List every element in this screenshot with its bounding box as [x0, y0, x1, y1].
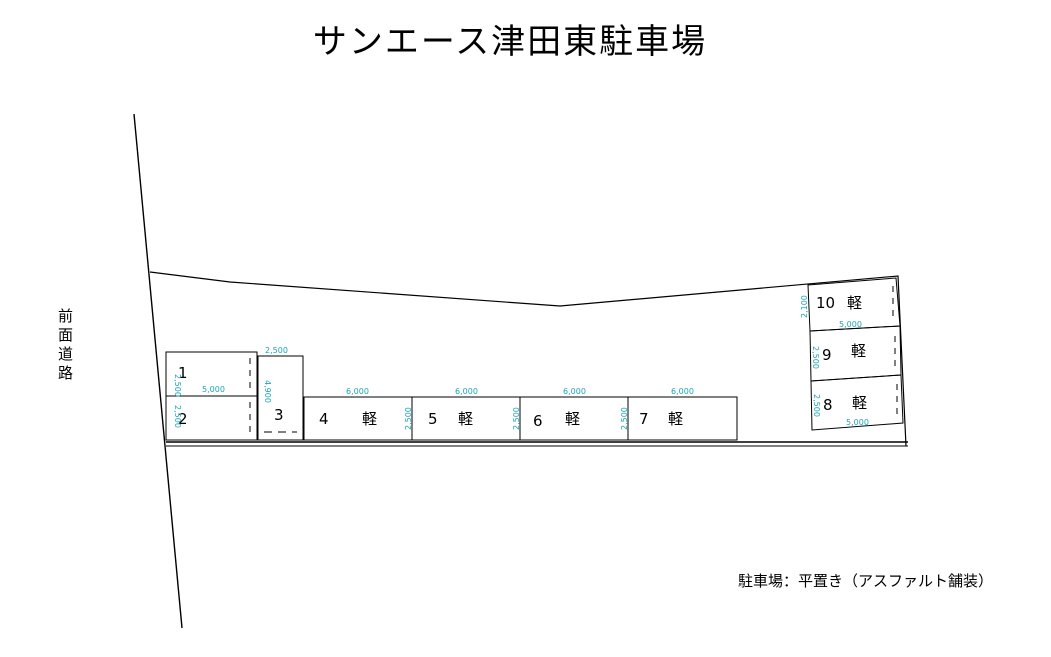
dim-space4-length: 6,000: [346, 387, 369, 396]
dim-space1-length: 5,000: [202, 385, 225, 394]
space-9-type: 軽: [851, 342, 866, 360]
dim-space6-length: 6,000: [563, 387, 586, 396]
dim-space10-width: 2,100: [800, 295, 809, 318]
space-2-no: 2: [178, 410, 188, 428]
space-3: [257, 355, 304, 441]
space-7-no: 7: [639, 410, 649, 428]
page-title: サンエース津田東駐車場: [312, 22, 708, 62]
space-8: [810, 374, 904, 431]
dim-space3-width: 2,500: [265, 346, 288, 355]
lot-boundary: [149, 271, 907, 447]
dim-space8-length: 5,000: [846, 418, 869, 427]
dim-space1-width: 2,500: [173, 374, 182, 397]
dim-space5-width: 2,500: [512, 407, 521, 430]
road-label-char-1: 前: [58, 307, 74, 325]
dim-space10-length: 5,000: [839, 320, 862, 329]
space-10-no: 10: [816, 294, 835, 312]
road-label-char-4: 路: [58, 364, 74, 382]
space-8-type: 軽: [852, 394, 867, 412]
space-6-type: 軽: [565, 410, 580, 428]
space-6-no: 6: [533, 412, 543, 430]
dim-space6-width: 2,500: [620, 407, 629, 430]
space-8-no: 8: [823, 396, 833, 414]
dim-space5-length: 6,000: [455, 387, 478, 396]
dim-space2-width: 2,500: [173, 405, 182, 428]
front-road-edge: [133, 113, 183, 629]
dim-space8-width: 2,500: [812, 394, 821, 417]
road-label-char-2: 面: [58, 326, 74, 344]
space-7-type: 軽: [668, 410, 683, 428]
space-5-type: 軽: [458, 410, 473, 428]
space-7: [627, 396, 738, 441]
space-1-no: 1: [178, 364, 188, 382]
space-3-no: 3: [274, 406, 284, 424]
space-2: [165, 395, 258, 441]
dim-space7-length: 6,000: [671, 387, 694, 396]
space-10-type: 軽: [847, 294, 862, 312]
space-4-type: 軽: [362, 410, 377, 428]
space-9-no: 9: [822, 346, 832, 364]
road-label-char-3: 道: [58, 345, 74, 363]
dim-space9-width: 2,500: [811, 346, 820, 369]
space-5-no: 5: [428, 410, 438, 428]
pavement-caption: 駐車場：平置き（アスファルト舗装）: [738, 572, 994, 590]
dim-space3-length: 4,900: [263, 380, 272, 403]
space-4-no: 4: [319, 410, 329, 428]
dim-space4-width: 2,500: [404, 407, 413, 430]
